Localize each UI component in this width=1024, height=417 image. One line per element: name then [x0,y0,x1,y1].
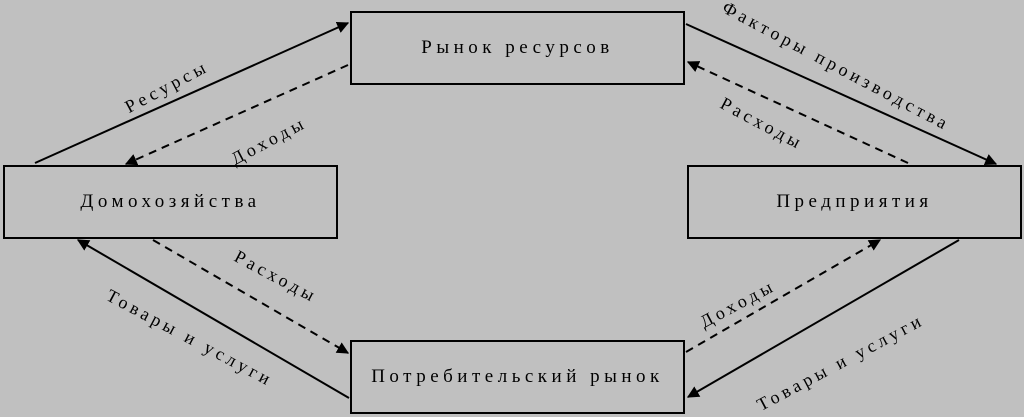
consumer-market-label: Потребительский рынок [371,366,664,387]
consumer-market-box: Потребительский рынок [350,340,685,414]
arrow-income-bottom [685,239,882,353]
arrow-goods-left [76,239,350,399]
arrow-factors [685,23,998,166]
arrow-expenses-top [686,61,909,164]
enterprises-box: Предприятия [687,165,1022,239]
arrow-income-top [124,64,349,166]
resource-market-label: Рынок ресурсов [421,37,614,58]
enterprises-label: Предприятия [776,191,933,212]
resource-market-box: Рынок ресурсов [350,11,685,85]
arrow-expenses-bottom [152,239,350,354]
arrow-resources [34,21,350,164]
arrow-goods-right [686,239,960,398]
households-label: Домохозяйства [80,191,261,212]
households-box: Домохозяйства [3,165,338,239]
